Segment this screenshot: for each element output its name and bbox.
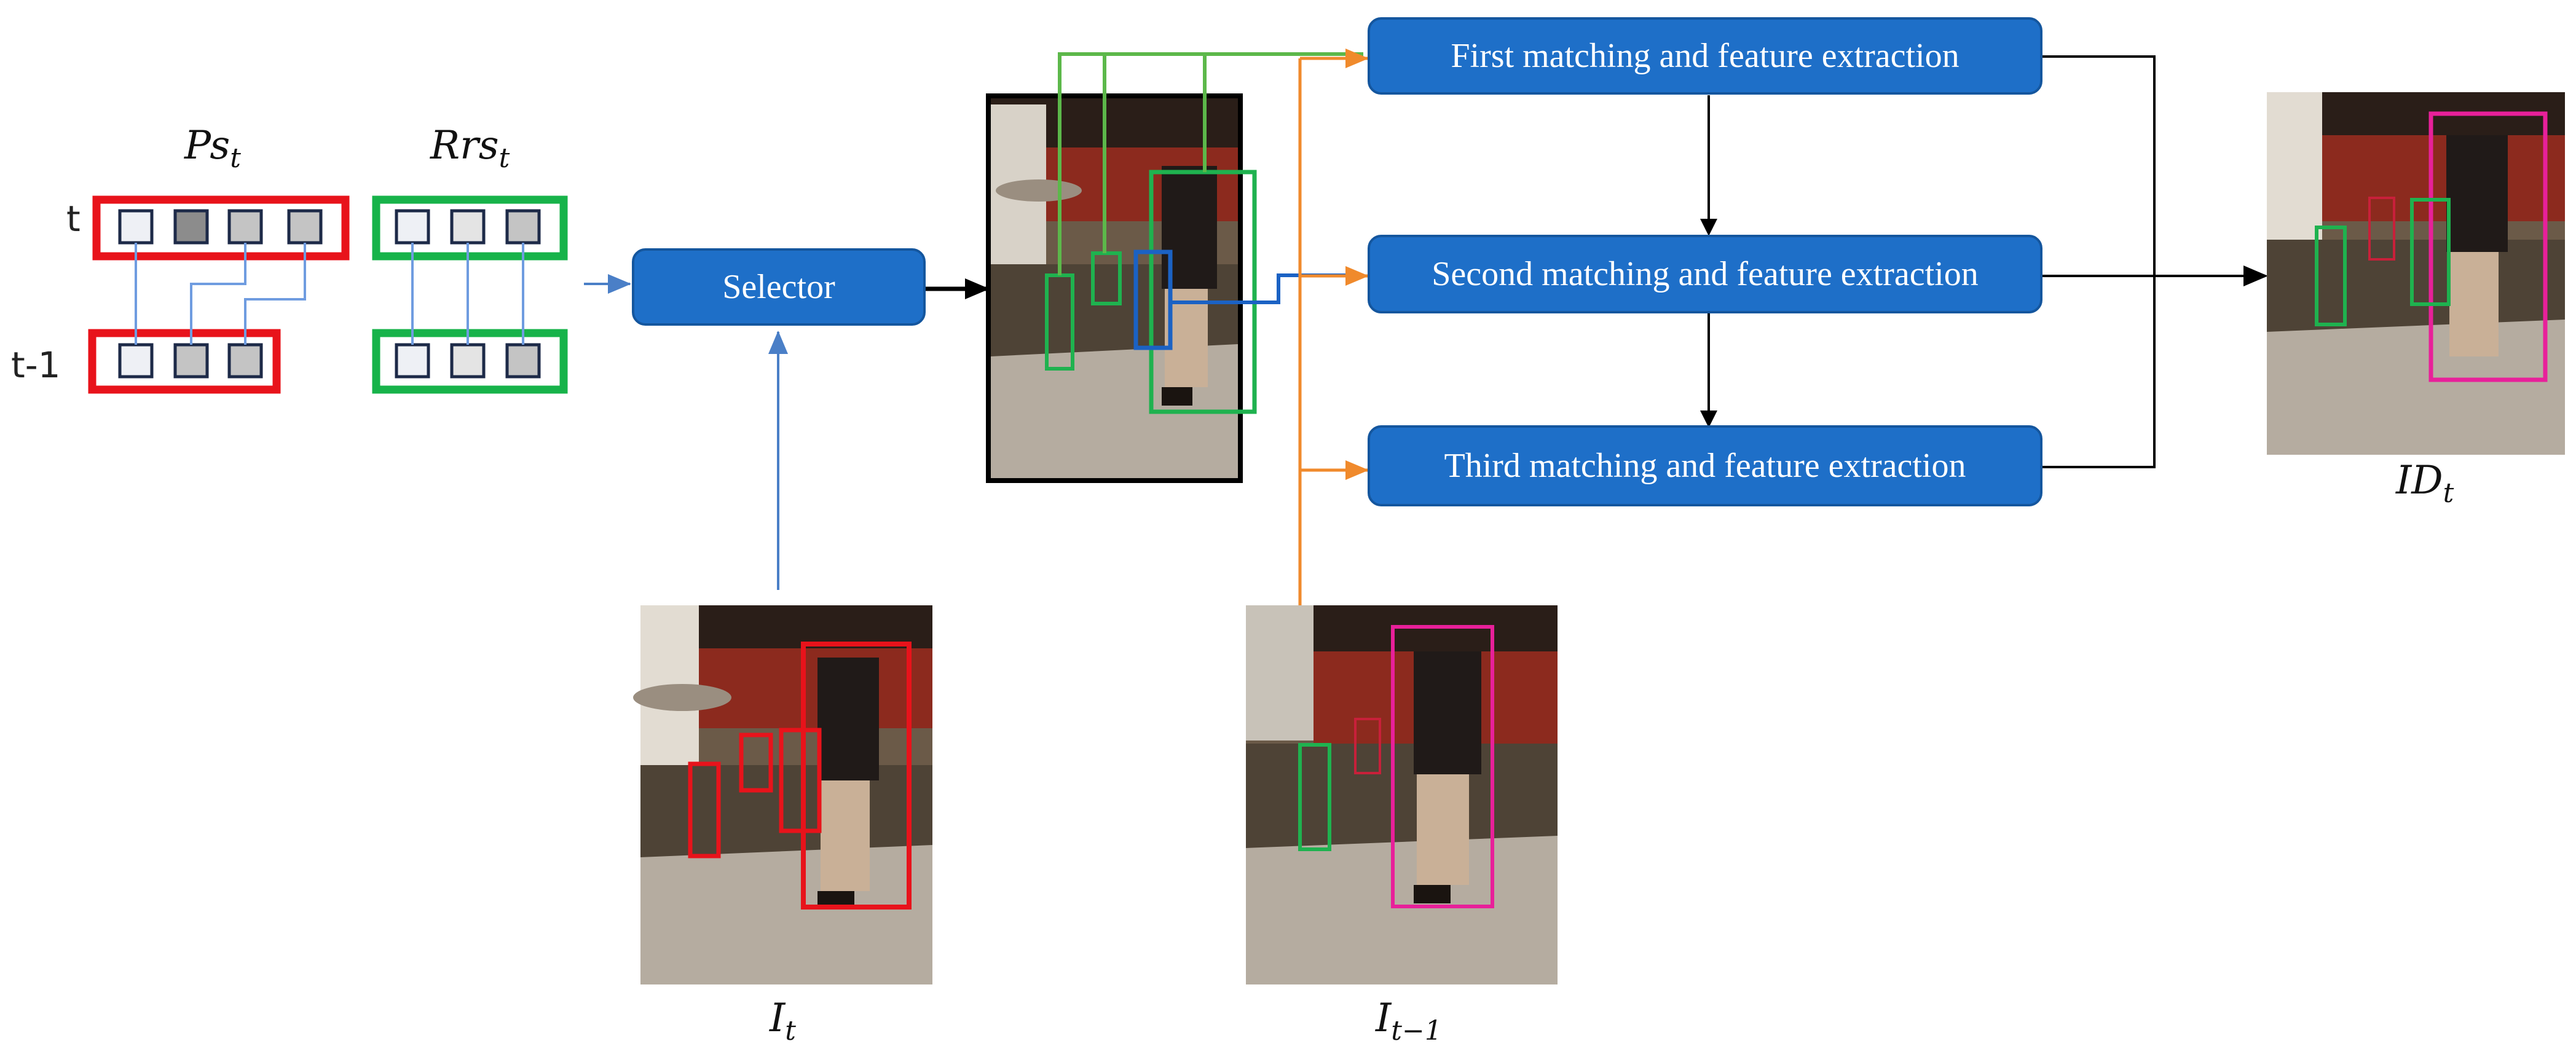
label-idt: IDt: [2396, 458, 2454, 509]
it-box-red-4: [779, 728, 822, 833]
rrs-links: [411, 243, 524, 345]
it1-box-red-small: [1354, 718, 1381, 774]
ps-t1-cell-1: [118, 343, 154, 379]
label-it-main: I: [770, 996, 786, 1041]
rrs-t1-row: [372, 329, 568, 394]
rrs-t-cell-2: [450, 209, 486, 245]
rrs-t-cell-1: [395, 209, 430, 245]
ps-t-cell-2: [173, 209, 209, 245]
label-it-minus-1: It−1: [1376, 996, 1442, 1047]
label-rrs-main: Rrs: [430, 123, 499, 168]
ps-t1-outline: [88, 329, 281, 394]
row-label-t-minus-1: t-1: [11, 344, 61, 386]
green-feed-lines: [1058, 52, 1363, 275]
third-matching-box: Third matching and feature extraction: [1368, 425, 2042, 506]
ps-t1-row: [88, 329, 281, 394]
selected-scene-image: [986, 93, 1243, 483]
label-idt-main: ID: [2396, 458, 2443, 503]
label-ps-sub: t: [230, 142, 241, 174]
it-box-red-3: [739, 733, 773, 793]
ps-t1-cell-2: [173, 343, 209, 379]
rrs-t1-cell-1: [395, 343, 430, 379]
output-collector-lines: [2042, 55, 2262, 468]
label-it-sub: t: [785, 1015, 796, 1047]
ps-t-outline: [92, 195, 350, 261]
rrs-t-cell-3: [505, 209, 541, 245]
scene-box-blue: [1133, 250, 1173, 350]
idt-box-pink: [2428, 111, 2548, 382]
first-matching-box: First matching and feature extraction: [1368, 17, 2042, 95]
second-matching-box: Second matching and feature extraction: [1368, 235, 2042, 313]
selector-box: Selector: [632, 248, 926, 326]
it-box-red-1: [801, 642, 912, 910]
label-idt-sub: t: [2443, 477, 2454, 509]
it1-box-pink: [1391, 625, 1494, 908]
image-idt: [2267, 92, 2565, 455]
label-it1-sub: t−1: [1391, 1015, 1442, 1047]
label-rrs-sub: t: [498, 142, 510, 174]
rrs-t1-outline: [372, 329, 568, 394]
rrs-t1-cell-3: [505, 343, 541, 379]
rrs-t1-cell-2: [450, 343, 486, 379]
arrowhead-first-to-second: [1700, 219, 1717, 236]
ps-t-cell-3: [227, 209, 263, 245]
arrowhead-second-to-third: [1700, 411, 1717, 428]
label-ps-main: Ps: [184, 123, 230, 168]
idt-box-green-2: [2410, 198, 2451, 306]
ps-t1-cell-3: [227, 343, 263, 379]
ps-t-cell-4: [287, 209, 323, 245]
idt-box-green-1: [2315, 226, 2347, 326]
it-box-red-2: [688, 761, 721, 859]
idt-box-red-small: [2368, 197, 2395, 261]
arrowhead-to-output: [2243, 265, 2268, 286]
row-label-t: t: [66, 198, 81, 240]
rrs-t-row: [372, 195, 568, 261]
ps-t-cell-1: [118, 209, 154, 245]
ps-links: [135, 243, 306, 345]
ps-t-row: [92, 195, 350, 261]
it1-box-green: [1298, 743, 1331, 851]
image-it-minus-1: [1246, 605, 1558, 984]
label-ps-t: Pst: [184, 123, 241, 174]
label-it1-main: I: [1376, 996, 1392, 1041]
rrs-t-outline: [372, 195, 568, 261]
label-it: It: [770, 996, 796, 1047]
label-rrs-t: Rrst: [430, 123, 510, 174]
